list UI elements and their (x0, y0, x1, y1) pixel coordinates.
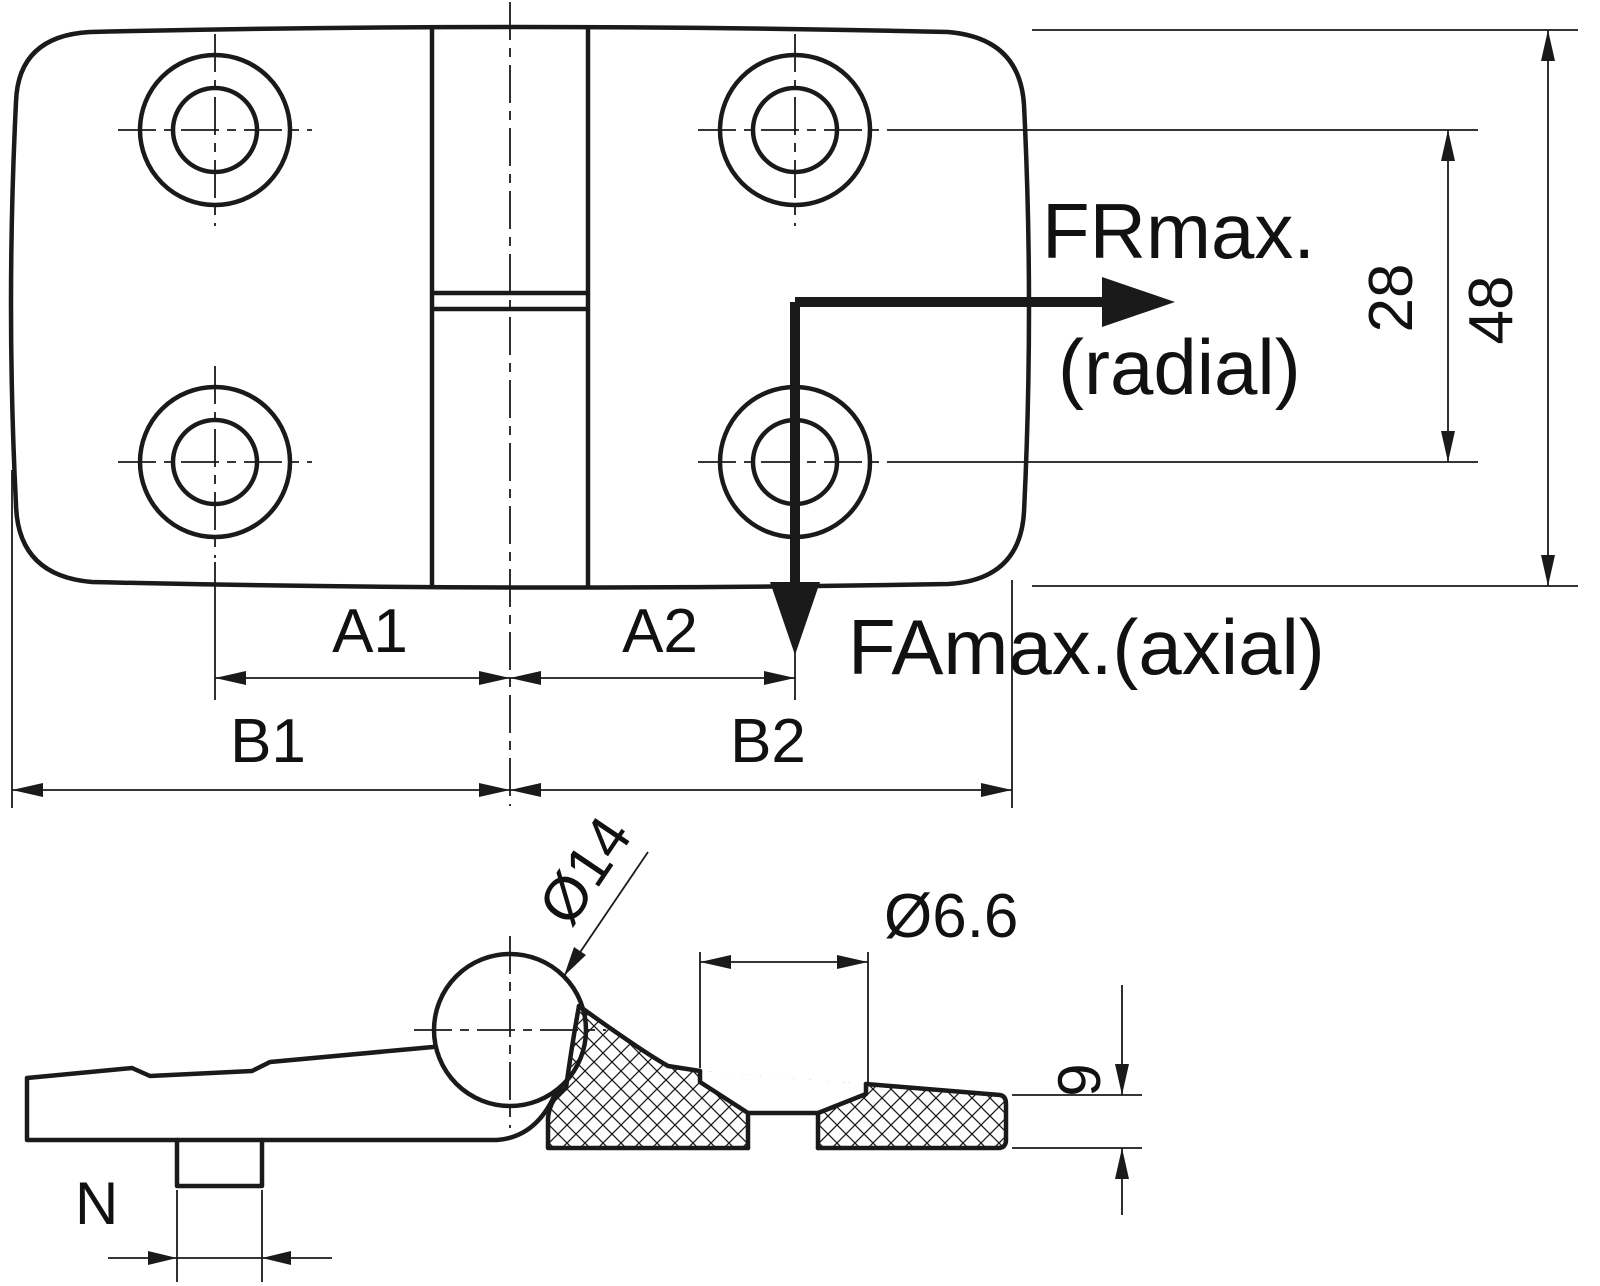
side-view: Ø14 Ø6.6 9 N (24, 805, 1142, 1282)
hinge-body-outline (8, 24, 1032, 590)
axial-force-arrow-head (770, 582, 820, 655)
label-dim-9: 9 (1046, 1063, 1113, 1096)
label-dia-66: Ø6.6 (884, 882, 1018, 951)
right-leaf-outline (545, 1003, 1009, 1151)
label-radial: (radial) (1058, 323, 1301, 411)
countersunk-hole-walls (697, 1068, 869, 1151)
force-arrows (770, 277, 1175, 655)
label-dim-n: N (75, 1170, 118, 1237)
top-view: FRmax. (radial) FAmax.(axial) 28 48 A1 A… (8, 2, 1578, 808)
right-leaf-section-hatch (548, 1006, 1006, 1148)
label-dim-b1: B1 (230, 707, 306, 776)
label-dim-48: 48 (1457, 276, 1526, 345)
label-dim-28: 28 (1357, 264, 1426, 333)
pin-boss (174, 1137, 265, 1189)
radial-force-arrow-head (1102, 277, 1175, 327)
mounting-holes (137, 52, 873, 540)
label-fr-max: FRmax. (1042, 187, 1315, 275)
label-fa-max: FAmax.(axial) (848, 603, 1325, 691)
left-leaf-profile (24, 1044, 559, 1143)
side-extension-lines (176, 952, 1142, 1282)
extension-lines (11, 29, 1578, 808)
label-dim-a1: A1 (332, 597, 408, 666)
dimension-arrowheads (12, 30, 1555, 797)
countersunk-hole-cavity (700, 1071, 866, 1148)
centerlines (118, 2, 892, 806)
dia14-leader (563, 851, 649, 977)
label-dim-b2: B2 (730, 707, 806, 776)
label-dia-14: Ø14 (526, 805, 645, 936)
side-dimension-arrowheads (148, 955, 1129, 1265)
label-dim-a2: A2 (622, 597, 698, 666)
